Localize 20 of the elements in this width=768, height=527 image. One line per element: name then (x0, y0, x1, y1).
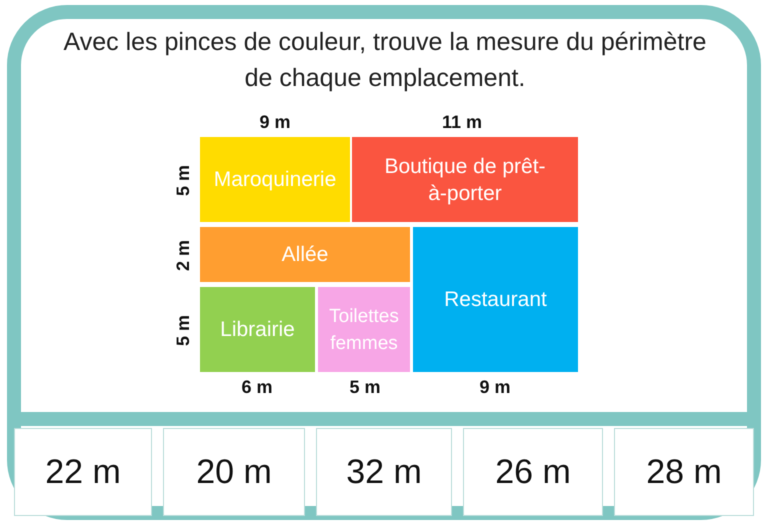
floor-plan-area: Librairie (200, 287, 315, 372)
answer-card: 20 m (163, 428, 305, 516)
dimension-label: 11 m (442, 112, 482, 132)
floor-plan-area: Boutique de prêt-à-porter (352, 137, 578, 222)
answer-card: 26 m (463, 428, 603, 516)
dimension-label: 5 m (350, 376, 381, 398)
floor-plan-area: Restaurant (413, 227, 578, 372)
floor-plan-area: Maroquinerie (200, 137, 350, 222)
answer-card: 22 m (14, 428, 152, 516)
dimension-label: 5 m (172, 164, 194, 196)
dimension-label: 2 m (172, 239, 194, 271)
floor-plan-area: Toilettes femmes (318, 287, 410, 372)
dimension-label: 9 m (260, 112, 291, 132)
answer-card: 28 m (614, 428, 754, 516)
instruction-text: Avec les pinces de couleur, trouve la mesure du périmètre de chaque emplacement. (62, 27, 708, 94)
answer-card: 32 m (316, 428, 452, 516)
dimension-label: 5 m (172, 314, 194, 346)
dimension-label: 6 m (242, 376, 273, 398)
floor-plan-area: Allée (200, 227, 410, 282)
dimension-label: 9 m (480, 376, 511, 398)
